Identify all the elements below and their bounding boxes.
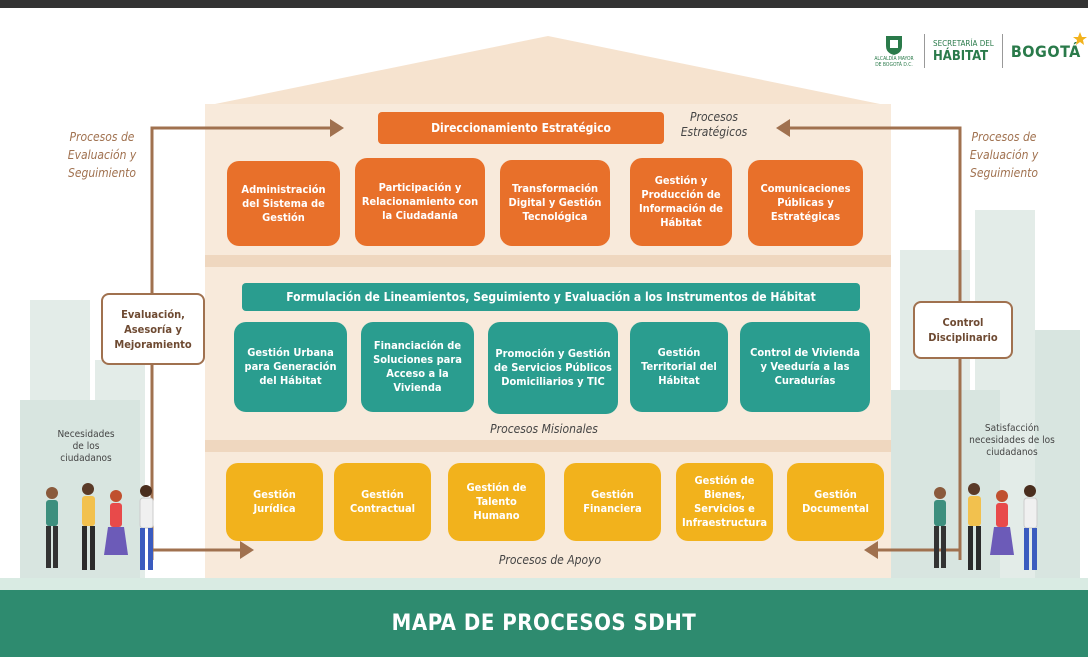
misionales-label: Procesos Misionales <box>490 422 598 436</box>
estrategico-item-3: Transformación Digital y Gestión Tecnoló… <box>500 160 610 246</box>
page-title: MAPA DE PROCESOS SDHT <box>391 611 697 636</box>
apoyo-item-3: Gestión de Talento Humano <box>448 463 545 541</box>
right-arrow-head-top <box>776 119 790 137</box>
misional-item-2: Financiación de Soluciones para Acceso a… <box>361 322 474 412</box>
right-flow-arrows <box>790 126 962 560</box>
estrategico-item-2: Participación y Relacionamiento con la C… <box>355 158 485 246</box>
estrategico-item-5: Comunicaciones Públicas y Estratégicas <box>748 160 863 246</box>
estrategico-item-1: Administración del Sistema de Gestión <box>227 161 340 246</box>
alcaldia-text: ALCALDÍA MAYOR DE BOGOTÁ D.C. <box>874 56 914 68</box>
logo-separator-1 <box>924 34 925 68</box>
bogota-logo: BOGOTÁ <box>1010 31 1087 61</box>
left-eval-label: Procesos de Evaluación y Seguimiento <box>67 130 137 180</box>
formulacion-bar: Formulación de Lineamientos, Seguimiento… <box>242 283 860 311</box>
apoyo-item-4: Gestión Financiera <box>564 463 661 541</box>
right-needs-label: Satisfacción necesidades de los ciudadan… <box>969 423 1055 458</box>
people-group-right <box>934 483 1038 570</box>
right-control-box: Control Disciplinario <box>913 301 1013 359</box>
right-arrow-head-bottom <box>864 541 878 559</box>
misional-item-5: Control de Vivienda y Veeduría a las Cur… <box>740 322 870 412</box>
estrategico-item-4: Gestión y Producción de Información de H… <box>630 158 732 246</box>
coat-of-arms-icon <box>886 36 902 55</box>
apoyo-label: Procesos de Apoyo <box>498 553 602 567</box>
direccionamiento-bar: Direccionamiento Estratégico <box>378 112 664 144</box>
logo-block: ALCALDÍA MAYOR DE BOGOTÁ D.C. SECRETARÍA… <box>872 31 1087 68</box>
left-arrow-head-top <box>330 119 344 137</box>
secretaria-logo: SECRETARÍA DEL HÁBITAT <box>933 39 994 64</box>
top-border <box>0 0 1088 8</box>
floor-separator-1 <box>205 255 891 267</box>
left-flow-arrows <box>150 126 330 560</box>
people-group-left <box>46 483 154 570</box>
misional-item-1: Gestión Urbana para Generación del Hábit… <box>234 322 347 412</box>
left-arrow-head-bottom <box>240 541 254 559</box>
secretaria-big-text: HÁBITAT <box>933 48 989 64</box>
star-icon <box>1072 31 1087 45</box>
logo-separator-2 <box>1001 34 1003 68</box>
misional-item-3: Promoción y Gestión de Servicios Público… <box>488 322 618 414</box>
estrategicos-label: Procesos Estratégicos <box>680 110 748 139</box>
apoyo-item-1: Gestión Jurídica <box>226 463 323 541</box>
building-roof <box>215 36 880 104</box>
left-eval-box: Evaluación, Asesoría y Mejoramiento <box>101 293 205 365</box>
alcaldia-logo: ALCALDÍA MAYOR DE BOGOTÁ D.C. <box>872 34 916 68</box>
right-eval-label: Procesos de Evaluación y Seguimiento <box>969 130 1039 180</box>
left-needs-label: Necesidades de los ciudadanos <box>57 429 115 464</box>
secretaria-small-text: SECRETARÍA DEL <box>933 38 994 48</box>
apoyo-item-5: Gestión de Bienes, Servicios e Infraestr… <box>676 463 773 541</box>
footer-banner: MAPA DE PROCESOS SDHT <box>0 590 1088 657</box>
ground <box>0 578 1088 590</box>
floor-separator-2 <box>205 440 891 452</box>
apoyo-item-6: Gestión Documental <box>787 463 884 541</box>
misional-item-4: Gestión Territorial del Hábitat <box>630 322 728 412</box>
bogota-text: BOGOTÁ <box>1010 41 1081 61</box>
apoyo-item-2: Gestión Contractual <box>334 463 431 541</box>
